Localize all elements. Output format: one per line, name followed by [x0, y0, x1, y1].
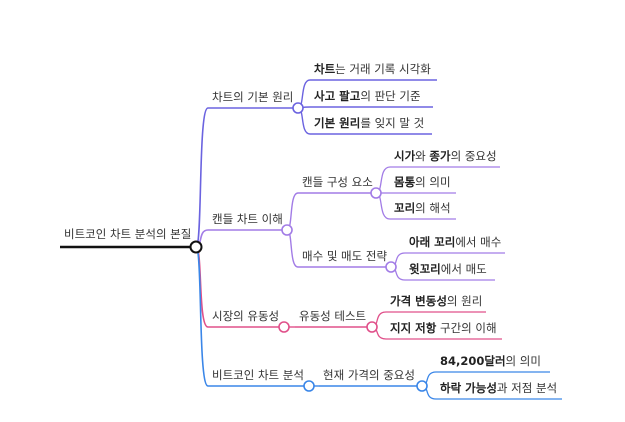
- sub-branch-label: 현재 가격의 중요성: [323, 368, 415, 382]
- leaf-node: 84,200달러의 의미: [440, 354, 541, 368]
- keyword-text: 가격 변동성: [390, 294, 447, 308]
- label-text: 의 의미: [505, 354, 541, 368]
- branch-connector: [195, 107, 209, 248]
- label-text: 를 잊지 말 것: [360, 116, 425, 130]
- keyword-text: 종가: [429, 149, 451, 163]
- keyword-text: 차트: [314, 62, 336, 76]
- keyword-text: 아래 꼬리: [409, 235, 456, 249]
- label-text: 의 중요성: [450, 149, 497, 163]
- keyword-text: 몸통: [394, 175, 416, 189]
- label-text: 과 저점 분석: [496, 381, 558, 395]
- keyword-text: 기본 원리: [314, 116, 361, 130]
- label-text: 에서 매수: [455, 235, 502, 249]
- label-text: 의 판단 기준: [360, 89, 421, 103]
- sub-node-toggle[interactable]: [366, 321, 378, 333]
- branch-label: 시장의 유동성: [212, 309, 280, 323]
- sub-node-toggle[interactable]: [370, 187, 382, 199]
- leaf-node: 꼬리의 해석: [394, 201, 451, 215]
- leaf-node: 가격 변동성의 원리: [390, 294, 482, 308]
- leaf-node: 윗꼬리에서 매도: [409, 262, 487, 276]
- sub-node-toggle[interactable]: [416, 380, 428, 392]
- leaf-node: 몸통의 의미: [394, 175, 451, 189]
- label-text: 의 원리: [446, 294, 483, 308]
- leaf-node: 시가와 종가의 중요성: [394, 149, 497, 163]
- label-text: 와: [415, 149, 430, 163]
- keyword-text: 하락 가능성: [440, 381, 497, 395]
- branch-label: 차트의 기본 원리: [212, 90, 294, 104]
- keyword-text: 84,200달러: [440, 354, 506, 368]
- branch-node-toggle[interactable]: [281, 224, 293, 236]
- keyword-text: 꼬리: [394, 201, 416, 215]
- label-text: 의 해석: [415, 201, 451, 215]
- keyword-text: 시가: [394, 149, 416, 163]
- sub-branch-label: 캔들 구성 요소: [302, 175, 373, 189]
- sub-branch-label: 유동성 테스트: [299, 309, 367, 323]
- keyword-text: 윗꼬리: [409, 262, 441, 276]
- branch-node-toggle[interactable]: [278, 321, 290, 333]
- sub-node-toggle[interactable]: [385, 261, 397, 273]
- branch-label: 비트코인 차트 분석: [212, 368, 304, 382]
- leaf-node: 기본 원리를 잊지 말 것: [314, 116, 424, 130]
- branch-node-toggle[interactable]: [292, 102, 304, 114]
- leaf-node: 아래 꼬리에서 매수: [409, 235, 501, 249]
- branch-label: 캔들 차트 이해: [212, 212, 283, 226]
- leaf-node: 지지 저항 구간의 이해: [390, 321, 497, 335]
- branch-node-toggle[interactable]: [303, 380, 315, 392]
- sub-branch-label: 매수 및 매도 전략: [302, 249, 388, 263]
- root-node-toggle[interactable]: [189, 240, 203, 254]
- leaf-node: 차트는 거래 기록 시각화: [314, 62, 431, 76]
- keyword-text: 지지 저항: [390, 321, 437, 335]
- label-text: 는 거래 기록 시각화: [335, 62, 431, 76]
- label-text: 의 의미: [415, 175, 451, 189]
- leaf-node: 사고 팔고의 판단 기준: [314, 89, 421, 103]
- keyword-text: 사고 팔고: [314, 89, 361, 103]
- leaf-node: 하락 가능성과 저점 분석: [440, 381, 557, 395]
- root-label: 비트코인 차트 분석의 본질: [64, 227, 192, 241]
- branch-connector: [195, 246, 209, 387]
- label-text: 에서 매도: [440, 262, 487, 276]
- label-text: 구간의 이해: [436, 321, 497, 335]
